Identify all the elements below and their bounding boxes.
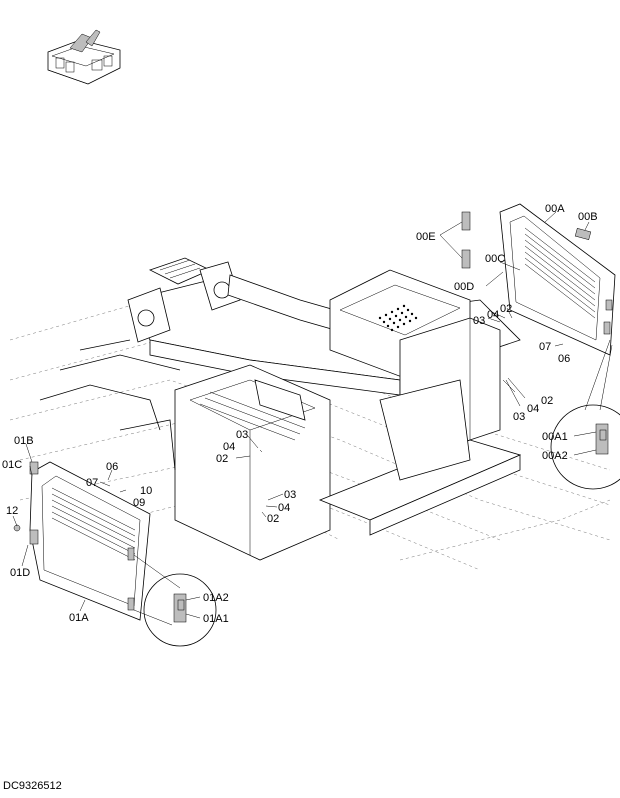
label-02-c: 02 — [216, 453, 228, 465]
label-02-d: 02 — [267, 513, 279, 525]
label-06-b: 06 — [106, 461, 118, 473]
label-03-c: 03 — [236, 429, 248, 441]
label-01A1: 01A1 — [203, 613, 229, 625]
label-04-b: 04 — [527, 403, 539, 415]
label-02-a: 02 — [500, 303, 512, 315]
label-03-d: 03 — [284, 489, 296, 501]
label-00A2: 00A2 — [542, 450, 568, 462]
label-04-c: 04 — [223, 441, 235, 453]
callout-labels: 00A 00B 00E 00C 00D 04 02 03 07 06 02 04… — [2, 203, 598, 625]
leader-lines — [12, 211, 597, 619]
label-01D: 01D — [10, 567, 30, 579]
label-03-a: 03 — [473, 315, 485, 327]
label-09: 09 — [133, 497, 145, 509]
hinge-detail-01A — [133, 554, 217, 647]
label-04-a: 04 — [487, 309, 499, 321]
perforated-panel — [378, 304, 418, 332]
location-thumbnail — [47, 29, 121, 85]
hinge-detail-00A — [550, 339, 620, 490]
label-03-b: 03 — [513, 411, 525, 423]
drawing-number: DC9326512 — [3, 780, 62, 792]
label-00A: 00A — [545, 203, 565, 215]
label-10: 10 — [140, 485, 152, 497]
right-door-00A — [461, 203, 616, 356]
label-02-b: 02 — [541, 395, 553, 407]
label-04-d: 04 — [278, 502, 290, 514]
left-door-01A — [13, 461, 151, 621]
label-00B: 00B — [578, 211, 598, 223]
label-06-a: 06 — [558, 353, 570, 365]
label-00E: 00E — [416, 231, 436, 243]
label-00A1: 00A1 — [542, 431, 568, 443]
label-01C: 01C — [2, 459, 22, 471]
label-01B: 01B — [14, 435, 34, 447]
label-07-b: 07 — [86, 477, 98, 489]
label-00C: 00C — [485, 253, 505, 265]
label-00D: 00D — [454, 281, 474, 293]
label-01A: 01A — [69, 612, 89, 624]
label-01A2: 01A2 — [203, 592, 229, 604]
main-frame — [39, 257, 522, 561]
label-07-a: 07 — [539, 341, 551, 353]
label-12: 12 — [6, 505, 18, 517]
